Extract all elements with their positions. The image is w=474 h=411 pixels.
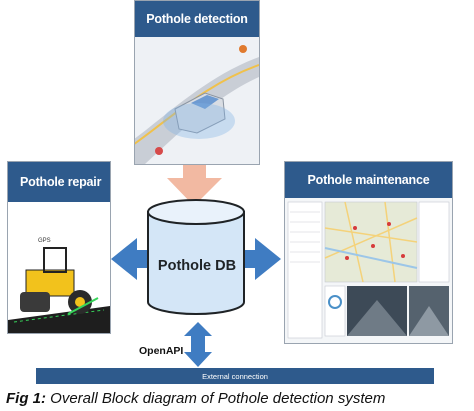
- caption-prefix: Fig 1:: [6, 390, 46, 407]
- pothole-repair-title: Pothole repair: [8, 162, 110, 202]
- pothole-maintenance-panel: Pothole maintenance: [284, 161, 453, 344]
- car-on-road-icon: [135, 37, 259, 164]
- gis-dashboard-icon: [285, 198, 452, 343]
- caption-text: Overall Block diagram of Pothole detecti…: [46, 390, 386, 407]
- pothole-detection-panel: Pothole detection: [134, 0, 260, 165]
- figure-caption: Fig 1: Overall Block diagram of Pothole …: [6, 390, 385, 407]
- pothole-db-cylinder: [147, 199, 245, 315]
- svg-text:GPS: GPS: [38, 238, 51, 244]
- db-external-double-arrow: [184, 322, 212, 367]
- road-roller-icon: GPS: [8, 202, 110, 333]
- detection-to-db-arrow: [167, 163, 222, 206]
- pothole-detection-title: Pothole detection: [135, 1, 259, 37]
- db-to-maintenance-arrow: [243, 238, 281, 280]
- pothole-repair-panel: Pothole repair GPS: [7, 161, 111, 334]
- openapi-label: OpenAPI: [139, 345, 184, 357]
- external-connection-bar: External connection: [36, 368, 434, 384]
- pothole-db-label: Pothole DB: [157, 258, 237, 274]
- db-to-repair-arrow: [111, 238, 147, 280]
- external-connection-label: External connection: [202, 371, 268, 381]
- pothole-maintenance-title: Pothole maintenance: [285, 162, 452, 198]
